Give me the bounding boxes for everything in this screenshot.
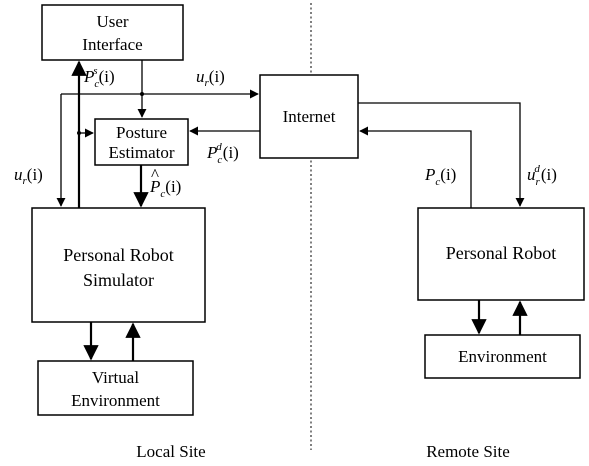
user-interface-label-1: User [96,12,128,31]
remote-site-label: Remote Site [426,442,510,461]
signal-ur-left: ur(i) [14,165,43,187]
internet-box: Internet [259,74,359,159]
signal-urd: urd(i) [527,163,557,188]
signal-pc-hat-arg: (i) [165,177,181,196]
simulator-box: Personal Robot Simulator [31,207,206,323]
signal-pcd: Pcd(i) [206,141,239,166]
personal-robot-box: Personal Robot [417,207,585,301]
virtual-environment-label-2: Environment [71,391,160,410]
user-interface-box: User Interface [41,4,184,61]
signal-pc-hat: Pc(i) ^ [149,165,181,200]
signal-pc-remote: Pc(i) [424,165,456,188]
local-site-label: Local Site [136,442,205,461]
arrow-urd [358,102,525,207]
virtual-environment-label-1: Virtual [92,368,139,387]
signal-pcs: Pcs(i) [83,65,115,90]
environment-box: Environment [424,334,581,379]
simulator-label-1: Personal Robot [63,245,174,265]
posture-estimator-label-2: Estimator [108,143,174,162]
environment-label: Environment [458,347,547,366]
personal-robot-label: Personal Robot [446,243,557,263]
internet-label: Internet [283,107,336,126]
posture-estimator-box: Posture Estimator [94,118,189,166]
signal-pc-hat-sub: c [160,188,165,200]
svg-text:Pc(i): Pc(i) [149,177,181,200]
signal-ur-top: ur(i) [196,67,225,89]
simulator-label-2: Simulator [83,270,154,290]
signal-pc-hat-base: P [149,177,160,196]
posture-estimator-label-1: Posture [116,123,167,142]
arrow-pc-remote [359,126,472,208]
signal-pc-hat-caret: ^ [151,165,159,184]
virtual-environment-box: Virtual Environment [37,360,194,416]
user-interface-label-2: Interface [82,35,142,54]
